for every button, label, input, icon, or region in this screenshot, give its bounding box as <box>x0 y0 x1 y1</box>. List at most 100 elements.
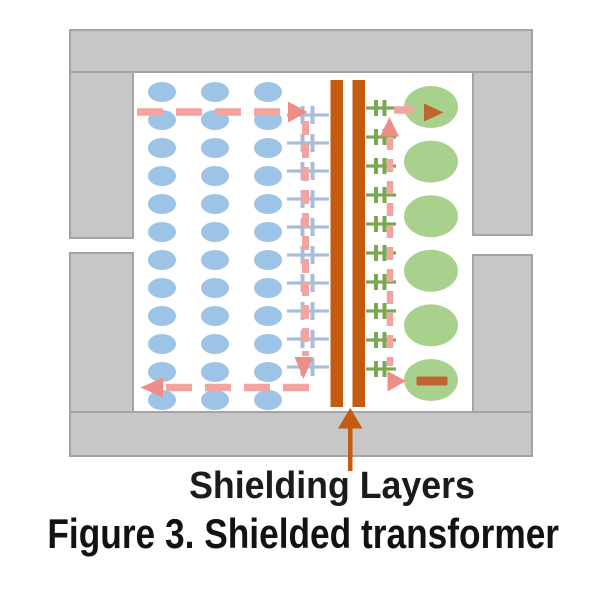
arrow-left-icon <box>140 377 163 398</box>
primary-turn <box>148 166 176 186</box>
secondary-capacitor-symbol <box>366 245 396 261</box>
capacitor-plate <box>382 245 387 261</box>
primary-turn <box>148 390 176 410</box>
arrow-down-icon <box>294 357 313 379</box>
capacitor-lead <box>366 367 396 371</box>
secondary-polarity-markers <box>416 103 448 386</box>
secondary-capacitor-symbol <box>366 332 396 348</box>
shield-layer <box>330 80 343 407</box>
capacitor-plate <box>374 332 378 348</box>
primary-turn <box>148 250 176 270</box>
primary-turn <box>201 362 229 382</box>
primary-turn <box>148 82 176 102</box>
capacitor-lead <box>366 309 396 313</box>
primary-turn <box>254 250 282 270</box>
primary-capacitor-symbol <box>287 246 329 264</box>
secondary-turn <box>404 195 458 238</box>
primary-turn <box>201 222 229 242</box>
primary-turn <box>201 306 229 326</box>
capacitor-plate <box>310 134 315 152</box>
primary-capacitor-symbol <box>287 134 329 152</box>
capacitor-plate <box>310 218 315 236</box>
secondary-winding <box>404 86 458 401</box>
capacitor-plate <box>374 216 378 232</box>
core-left-leg-upper <box>69 71 134 239</box>
primary-turn <box>254 278 282 298</box>
capacitor-plate <box>382 187 387 203</box>
secondary-capacitor-symbol <box>366 129 396 145</box>
primary-turn <box>254 194 282 214</box>
capacitor-plate <box>310 358 315 376</box>
capacitor-plate <box>374 245 378 261</box>
core-bottom-yoke <box>69 411 533 457</box>
primary-winding <box>148 82 282 410</box>
capacitor-plate <box>374 274 378 290</box>
capacitor-plate <box>382 158 387 174</box>
shielding-layers-label: Shielding Layers <box>189 465 475 507</box>
capacitor-plate <box>300 134 305 152</box>
primary-turn <box>148 138 176 158</box>
capacitor-plate <box>382 274 387 290</box>
capacitor-plate <box>382 303 387 319</box>
capacitor-lead <box>287 141 329 145</box>
capacitor-plate <box>300 106 305 124</box>
noise-current-path <box>137 101 413 398</box>
capacitor-plate <box>374 361 378 377</box>
primary-turn <box>201 82 229 102</box>
capacitor-plate <box>374 100 378 116</box>
capacitor-lead <box>366 106 396 110</box>
shield-layer <box>352 80 365 407</box>
capacitor-plate <box>374 187 378 203</box>
capacitor-lead <box>287 113 329 117</box>
primary-turn <box>201 166 229 186</box>
secondary-capacitor-symbol <box>366 361 396 377</box>
primary-turn <box>254 138 282 158</box>
capacitor-plate <box>382 100 387 116</box>
capacitor-plate <box>310 246 315 264</box>
arrow-up-icon <box>380 117 399 137</box>
primary-turn <box>201 194 229 214</box>
secondary-turn <box>404 140 458 183</box>
pointer-shaft <box>348 427 353 471</box>
capacitor-plate <box>300 246 305 264</box>
shielding-layers <box>330 80 365 407</box>
capacitor-lead <box>366 280 396 284</box>
arrow-right-icon <box>288 101 308 123</box>
primary-turn <box>254 306 282 326</box>
primary-turn <box>148 334 176 354</box>
capacitor-plate <box>310 106 315 124</box>
current-direction-minus-icon <box>416 376 448 386</box>
primary-turn <box>148 306 176 326</box>
capacitor-lead <box>366 338 396 342</box>
label-pointer-arrow <box>338 408 363 471</box>
current-direction-arrow-icon <box>424 103 444 122</box>
core-right-leg-lower <box>472 254 533 413</box>
capacitor-plate <box>310 190 315 208</box>
secondary-capacitor-symbol <box>366 100 396 116</box>
capacitor-plate <box>382 129 387 145</box>
secondary-turn <box>404 249 458 292</box>
secondary-capacitor-symbol <box>366 158 396 174</box>
capacitor-plate <box>382 332 387 348</box>
primary-turn <box>201 334 229 354</box>
primary-turn <box>254 222 282 242</box>
secondary-capacitor-symbol <box>366 216 396 232</box>
secondary-capacitor-symbol <box>366 187 396 203</box>
primary-turn <box>201 250 229 270</box>
primary-turn <box>201 138 229 158</box>
core-right-leg-upper <box>472 71 533 236</box>
capacitor-plate <box>374 158 378 174</box>
capacitor-plate <box>382 216 387 232</box>
primary-turn <box>254 362 282 382</box>
secondary-turn <box>404 304 458 347</box>
capacitor-plate <box>310 330 315 348</box>
arrow-right-icon <box>387 371 406 392</box>
primary-turn <box>148 278 176 298</box>
secondary-capacitor-symbol <box>366 274 396 290</box>
primary-turn <box>201 390 229 410</box>
capacitor-lead <box>366 222 396 226</box>
capacitor-lead <box>366 135 396 139</box>
primary-turn <box>201 278 229 298</box>
